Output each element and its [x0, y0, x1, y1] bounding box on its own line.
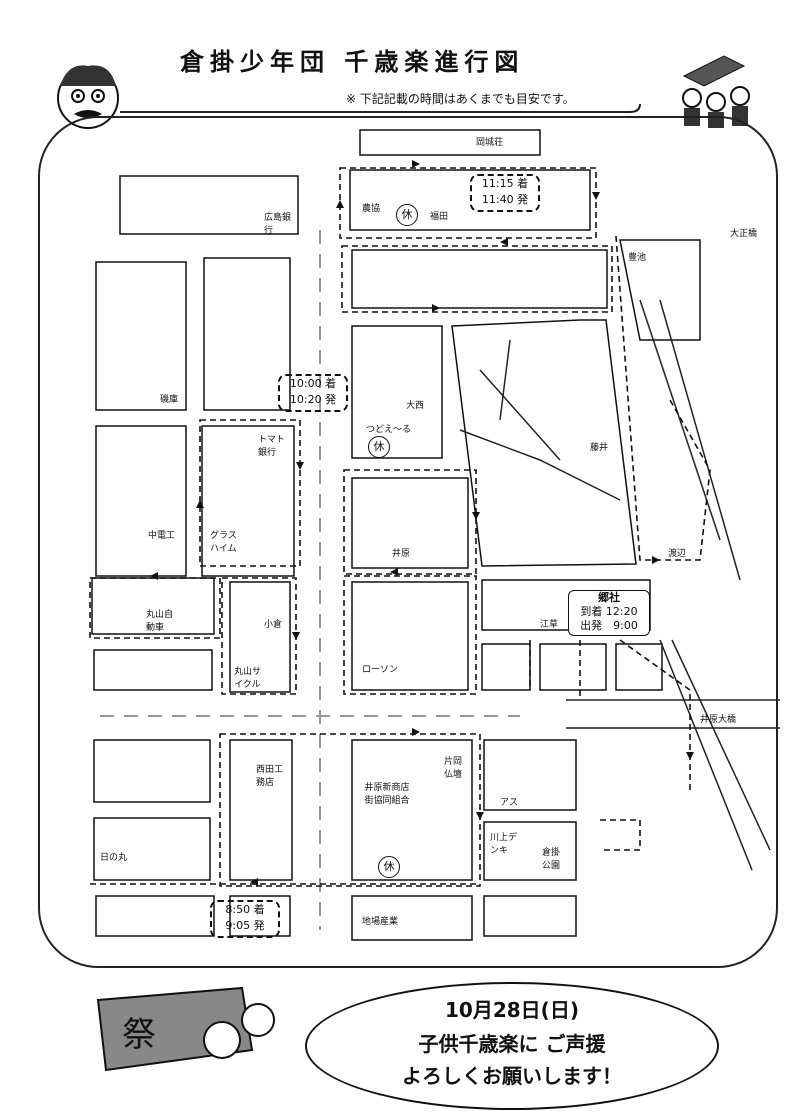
shrine-box: 郷社 到着 12:20 出発 9:00	[568, 590, 650, 636]
place-label: 大正橋	[730, 229, 758, 239]
place-label: 磯庫	[160, 395, 179, 405]
place-label: 丸山自動車	[146, 610, 174, 633]
rest-marker: 休	[368, 436, 390, 458]
time-box-2: 10:00 着 10:20 発	[278, 374, 348, 412]
time-note: ※ 下記記載の時間はあくまでも目安です。	[346, 92, 575, 106]
place-label: 井原新商店街協同組合	[364, 783, 410, 806]
time-depart: 10:20 発	[289, 393, 337, 406]
map-frame	[38, 116, 778, 968]
children-float-icon	[682, 55, 750, 128]
place-label: グラスハイム	[210, 531, 237, 554]
cheer-line: 子供千歳楽に ご声援	[418, 1032, 606, 1056]
shrine-arrive: 到着 12:20	[580, 605, 638, 618]
place-label: 渡辺	[668, 549, 687, 559]
shrine-title: 郷社	[598, 591, 620, 604]
page-title: 倉掛少年団 千歳楽進行図	[180, 48, 525, 76]
request-line: よろしくお願いします！	[402, 1064, 622, 1088]
oni-mascot-icon	[57, 65, 119, 129]
time-depart: 9:05 発	[225, 919, 265, 932]
block	[359, 129, 541, 156]
event-date: 10月28日(日)	[445, 998, 579, 1022]
place-label: 丸山サイクル	[234, 667, 262, 690]
time-arrive: 11:15 着	[481, 177, 529, 190]
place-label: アス	[500, 798, 519, 808]
time-box-3: 8:50 着 9:05 発	[210, 900, 280, 938]
place-label: 井原	[392, 549, 411, 559]
place-label: 福田	[430, 212, 449, 222]
place-label: 井原大橋	[700, 715, 737, 725]
place-label: 広島銀行	[264, 213, 292, 236]
festival-banner-icon: 祭	[96, 986, 275, 1072]
place-label: 豊池	[628, 253, 647, 263]
place-label: 地場産業	[362, 917, 399, 927]
place-label: 農協	[362, 204, 381, 214]
shrine-depart: 出発 9:00	[580, 619, 638, 632]
speech-bubble: 10月28日(日) 子供千歳楽に ご声援 よろしくお願いします！	[305, 982, 719, 1110]
place-label: 倉掛公園	[542, 848, 561, 871]
place-label: 日の丸	[100, 853, 128, 863]
place-label: 西田工務店	[256, 765, 284, 788]
time-depart: 11:40 発	[481, 193, 529, 206]
place-label: 藤井	[590, 443, 609, 453]
banner-char: 祭	[122, 1015, 156, 1055]
place-label: つどえ～る	[366, 425, 412, 435]
place-label: 大西	[406, 401, 425, 411]
place-label: 小倉	[264, 620, 283, 630]
place-label: 江草	[540, 620, 559, 630]
place-label: ローソン	[362, 665, 399, 675]
place-label: 川上デンキ	[490, 833, 518, 856]
rest-marker: 休	[396, 204, 418, 226]
time-arrive: 8:50 着	[225, 903, 265, 916]
time-arrive: 10:00 着	[289, 377, 337, 390]
place-label: 中電工	[148, 531, 176, 541]
place-label: 片岡仏壇	[444, 757, 463, 780]
rest-marker: 休	[378, 856, 400, 878]
time-box-1: 11:15 着 11:40 発	[470, 174, 540, 212]
place-label: トマト銀行	[258, 435, 286, 458]
place-label: 岡城荘	[476, 138, 504, 148]
